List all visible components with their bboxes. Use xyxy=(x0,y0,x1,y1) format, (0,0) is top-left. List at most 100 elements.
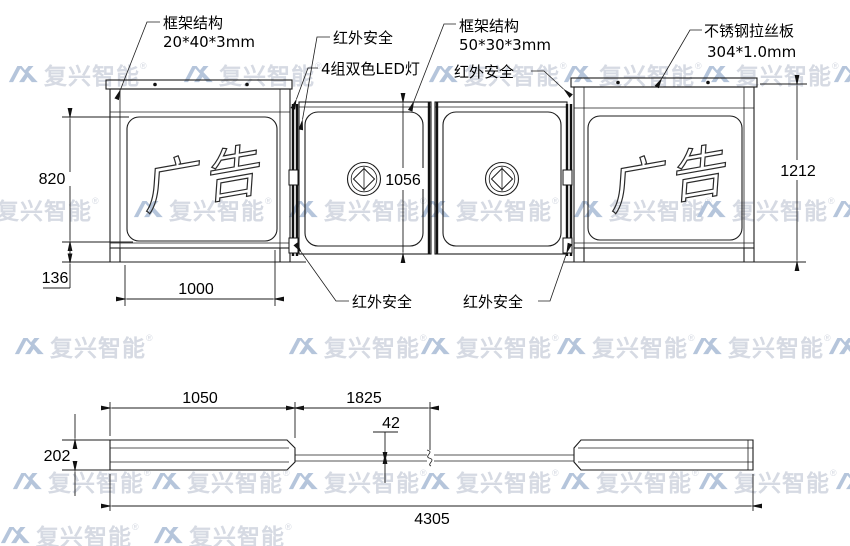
ax-logo-icon xyxy=(151,472,181,489)
plan-swing-arm xyxy=(295,449,574,467)
ax-logo-icon xyxy=(832,200,850,217)
ax-logo-icon xyxy=(183,65,213,82)
screw-dot xyxy=(245,82,249,87)
dim-panel-width-1000: 1000 xyxy=(116,250,284,306)
brand-watermark: 复兴智能® xyxy=(428,57,567,91)
svg-text:1825: 1825 xyxy=(346,390,382,407)
right-advert-panel xyxy=(587,115,743,241)
ax-logo-icon xyxy=(133,200,163,217)
svg-text:1050: 1050 xyxy=(182,390,218,407)
ax-logo-icon xyxy=(835,472,850,489)
svg-text:框架结构: 框架结构 xyxy=(459,17,519,35)
watermark-reg-mark: ® xyxy=(140,61,147,71)
brand-watermark: 复兴智能 xyxy=(835,464,850,498)
label-infrared-safety-bottom-left: 红外安全 xyxy=(293,242,412,311)
hinge-block xyxy=(288,237,299,254)
svg-text:不锈钢拉丝板: 不锈钢拉丝板 xyxy=(704,22,794,40)
ax-logo-icon xyxy=(560,472,590,489)
ax-logo-icon xyxy=(556,337,586,354)
brand-watermark: 复兴智能® xyxy=(698,464,837,498)
left-cabinet-body xyxy=(109,88,291,249)
ax-logo-icon xyxy=(8,65,38,82)
right-cabinet: 广告 xyxy=(570,77,758,262)
right-cabinet-body xyxy=(573,86,755,249)
svg-text:50*30*3mm: 50*30*3mm xyxy=(459,36,551,54)
label-frame-structure-left: 框架结构 20*40*3mm xyxy=(114,14,255,101)
brand-watermark: 复兴智能® xyxy=(0,196,99,225)
hinge-block xyxy=(562,169,573,186)
label-infrared-safety-top-left: 红外安全 xyxy=(298,29,393,131)
dim-cabinet-length-1050: 1050 xyxy=(101,390,304,438)
hinge-block xyxy=(288,169,299,186)
advert-text-left: 广告 xyxy=(136,138,269,224)
brand-watermark: 复兴智能® xyxy=(14,329,153,363)
svg-text:红外安全: 红外安全 xyxy=(333,29,393,47)
gate-logo-emblem xyxy=(346,161,382,197)
brand-watermark: 复兴智能® xyxy=(420,464,559,498)
svg-text:4305: 4305 xyxy=(414,511,450,528)
advert-text-right: 广告 xyxy=(602,138,735,224)
ax-logo-icon xyxy=(12,472,42,489)
brand-watermark: 复兴智能® xyxy=(153,518,292,546)
brand-watermark: 复兴智能® xyxy=(288,464,427,498)
brand-watermark: 复兴智能® xyxy=(556,329,695,363)
label-stainless-steel-plate: 不锈钢拉丝板 304*1.0mm xyxy=(654,22,796,89)
screw-dot xyxy=(706,80,710,85)
right-cabinet-top-cap xyxy=(570,77,758,88)
dim-plinth-height-136: 136 xyxy=(42,244,73,289)
label-frame-structure-mid: 框架结构 50*30*3mm xyxy=(407,17,551,112)
ax-logo-icon xyxy=(153,526,183,543)
brand-watermark: 复兴智能® xyxy=(288,329,427,363)
ax-logo-icon xyxy=(828,337,850,354)
label-infrared-safety-top-mid: 红外安全 xyxy=(454,63,573,98)
brand-watermark: 复兴智能® xyxy=(133,192,272,226)
dim-mid-span-1825: 1825 xyxy=(286,390,439,450)
brand-watermark: 复兴智能 xyxy=(828,329,850,363)
svg-text:红外安全: 红外安全 xyxy=(352,293,412,311)
right-swing-gate xyxy=(434,101,568,255)
gate-logo-emblem xyxy=(484,161,520,197)
ax-logo-icon xyxy=(14,337,44,354)
screw-dot xyxy=(616,80,620,85)
brand-watermark: 复兴智能® xyxy=(563,57,702,91)
ax-logo-icon xyxy=(698,472,728,489)
left-swing-gate xyxy=(298,101,432,255)
svg-text:202: 202 xyxy=(44,448,71,465)
hinge-block xyxy=(562,237,573,254)
left-advert-panel xyxy=(126,116,278,242)
brand-watermark: 复兴智能® xyxy=(0,518,139,546)
dim-total-length-4305: 4305 xyxy=(101,474,762,528)
svg-text:304*1.0mm: 304*1.0mm xyxy=(707,43,796,61)
left-cabinet-top-cap xyxy=(105,79,293,90)
brand-watermark: 复兴智能® xyxy=(692,329,831,363)
brand-watermark: 复兴智能® xyxy=(420,329,559,363)
ax-logo-icon xyxy=(420,472,450,489)
svg-text:红外安全: 红外安全 xyxy=(463,293,523,311)
svg-text:20*40*3mm: 20*40*3mm xyxy=(163,33,255,51)
svg-text:1056: 1056 xyxy=(385,172,421,189)
dim-gate-height-1056: 1056 xyxy=(382,93,424,263)
brand-watermark: 复兴智能 xyxy=(832,192,850,226)
screw-dot xyxy=(153,82,157,87)
label-infrared-safety-bottom-mid: 红外安全 xyxy=(463,242,573,311)
svg-text:42: 42 xyxy=(382,415,400,432)
brand-watermark: 复兴智能® xyxy=(420,192,559,226)
svg-text:红外安全: 红外安全 xyxy=(454,63,514,81)
dim-arm-thickness-42: 42 xyxy=(373,415,400,483)
ax-logo-icon xyxy=(288,337,318,354)
plan-left-cabinet xyxy=(109,439,296,471)
left-cabinet: 广告 xyxy=(105,79,293,262)
ax-logo-icon xyxy=(692,337,722,354)
ax-logo-icon xyxy=(0,526,30,543)
brand-watermark: 复兴智能® xyxy=(696,192,835,226)
front-elevation-view: 广告 xyxy=(39,14,824,311)
label-led-lights: 4组双色LED灯 xyxy=(290,60,420,110)
dim-panel-height-820: 820 xyxy=(39,108,133,251)
svg-text:820: 820 xyxy=(39,171,66,188)
brand-watermark: 复兴智能® xyxy=(12,464,151,498)
dim-total-height-1212: 1212 xyxy=(760,75,824,271)
brand-watermark: 复兴智能® xyxy=(560,464,699,498)
